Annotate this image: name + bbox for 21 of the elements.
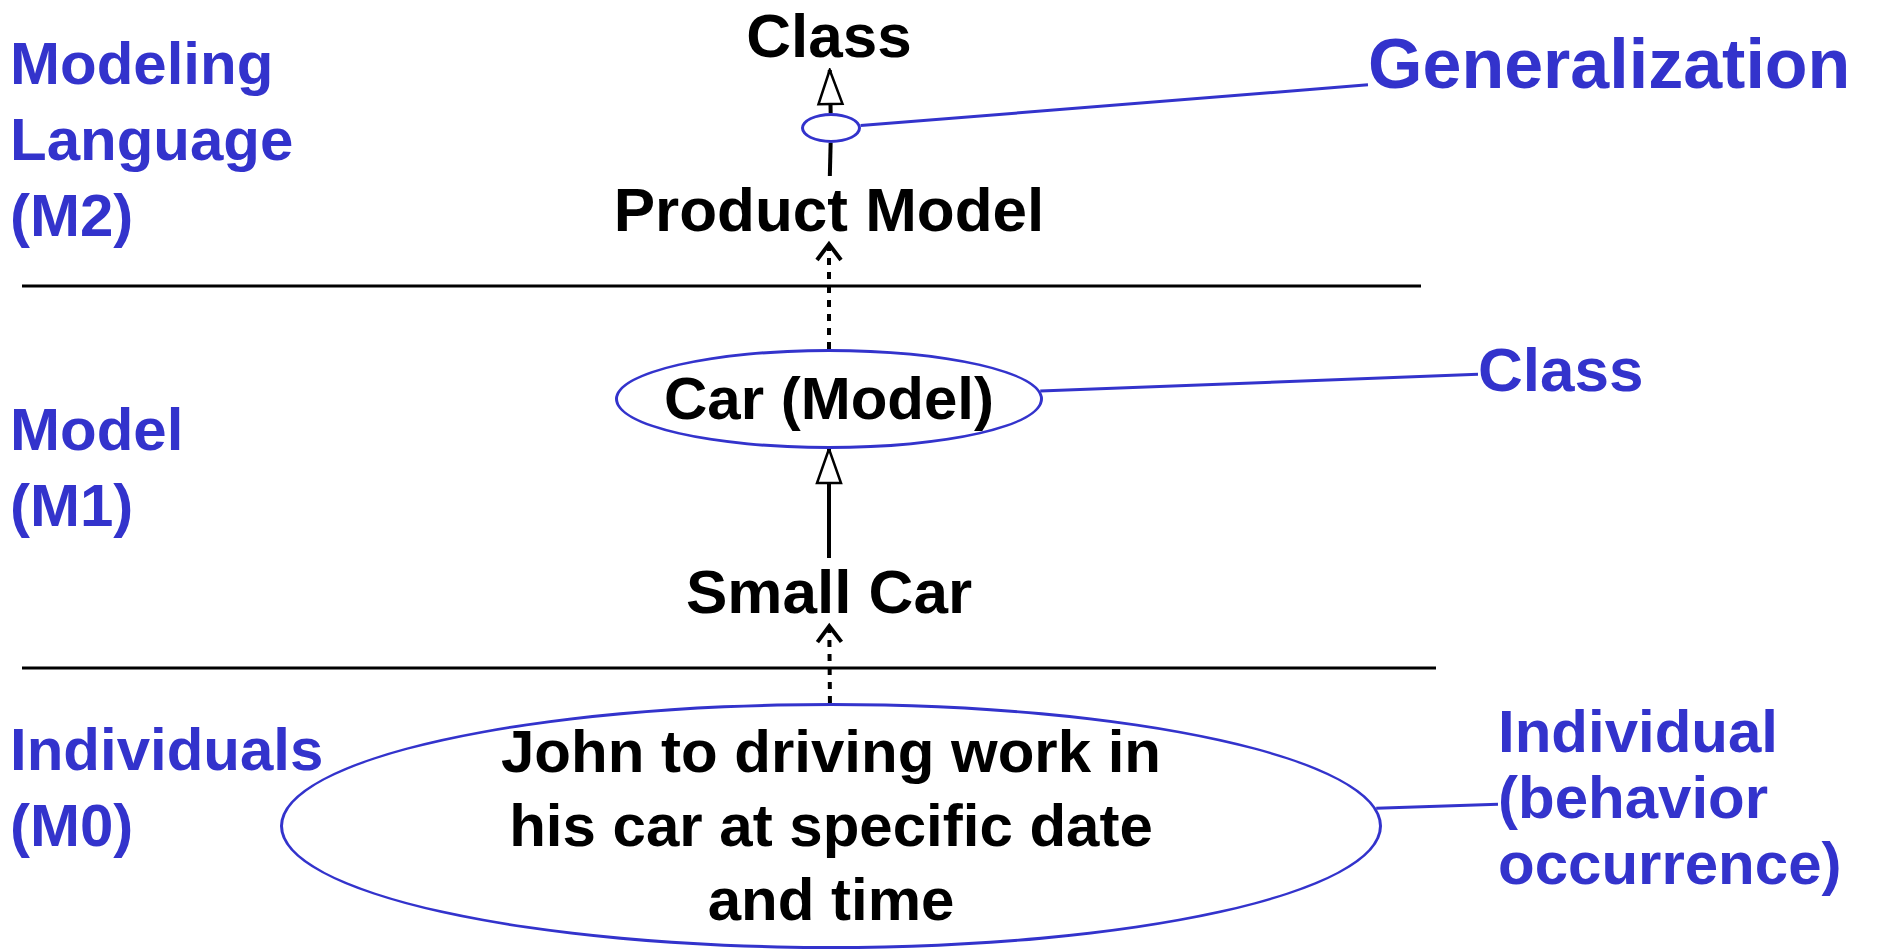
annotation-label: Generalization xyxy=(1368,24,1884,104)
leader-line xyxy=(860,83,1369,128)
class-label: Class xyxy=(689,2,969,70)
ellipse-node xyxy=(615,349,1043,449)
connector-line xyxy=(827,142,833,177)
class-label: Small Car xyxy=(619,558,1039,626)
generalization-arrow xyxy=(817,68,844,114)
class-label: Product Model xyxy=(529,176,1129,244)
annotation-label: Individual (behavior occurrence) xyxy=(1498,696,1884,900)
level-label: Model (M1) xyxy=(10,395,185,541)
ellipse-marker xyxy=(801,113,861,143)
node-label: John to driving work in his car at specific date and time xyxy=(500,717,1162,935)
node-label: Car (Model) xyxy=(664,365,994,433)
annotation-label: Class xyxy=(1478,334,1708,406)
instance-arrow xyxy=(815,242,843,349)
level-label: Modeling Language (M2) xyxy=(10,29,295,251)
generalization-arrow xyxy=(815,447,843,558)
level-label: Individuals (M0) xyxy=(10,715,325,861)
instance-arrow xyxy=(815,624,844,704)
leader-line xyxy=(1376,802,1499,810)
leader-line xyxy=(1040,372,1479,393)
